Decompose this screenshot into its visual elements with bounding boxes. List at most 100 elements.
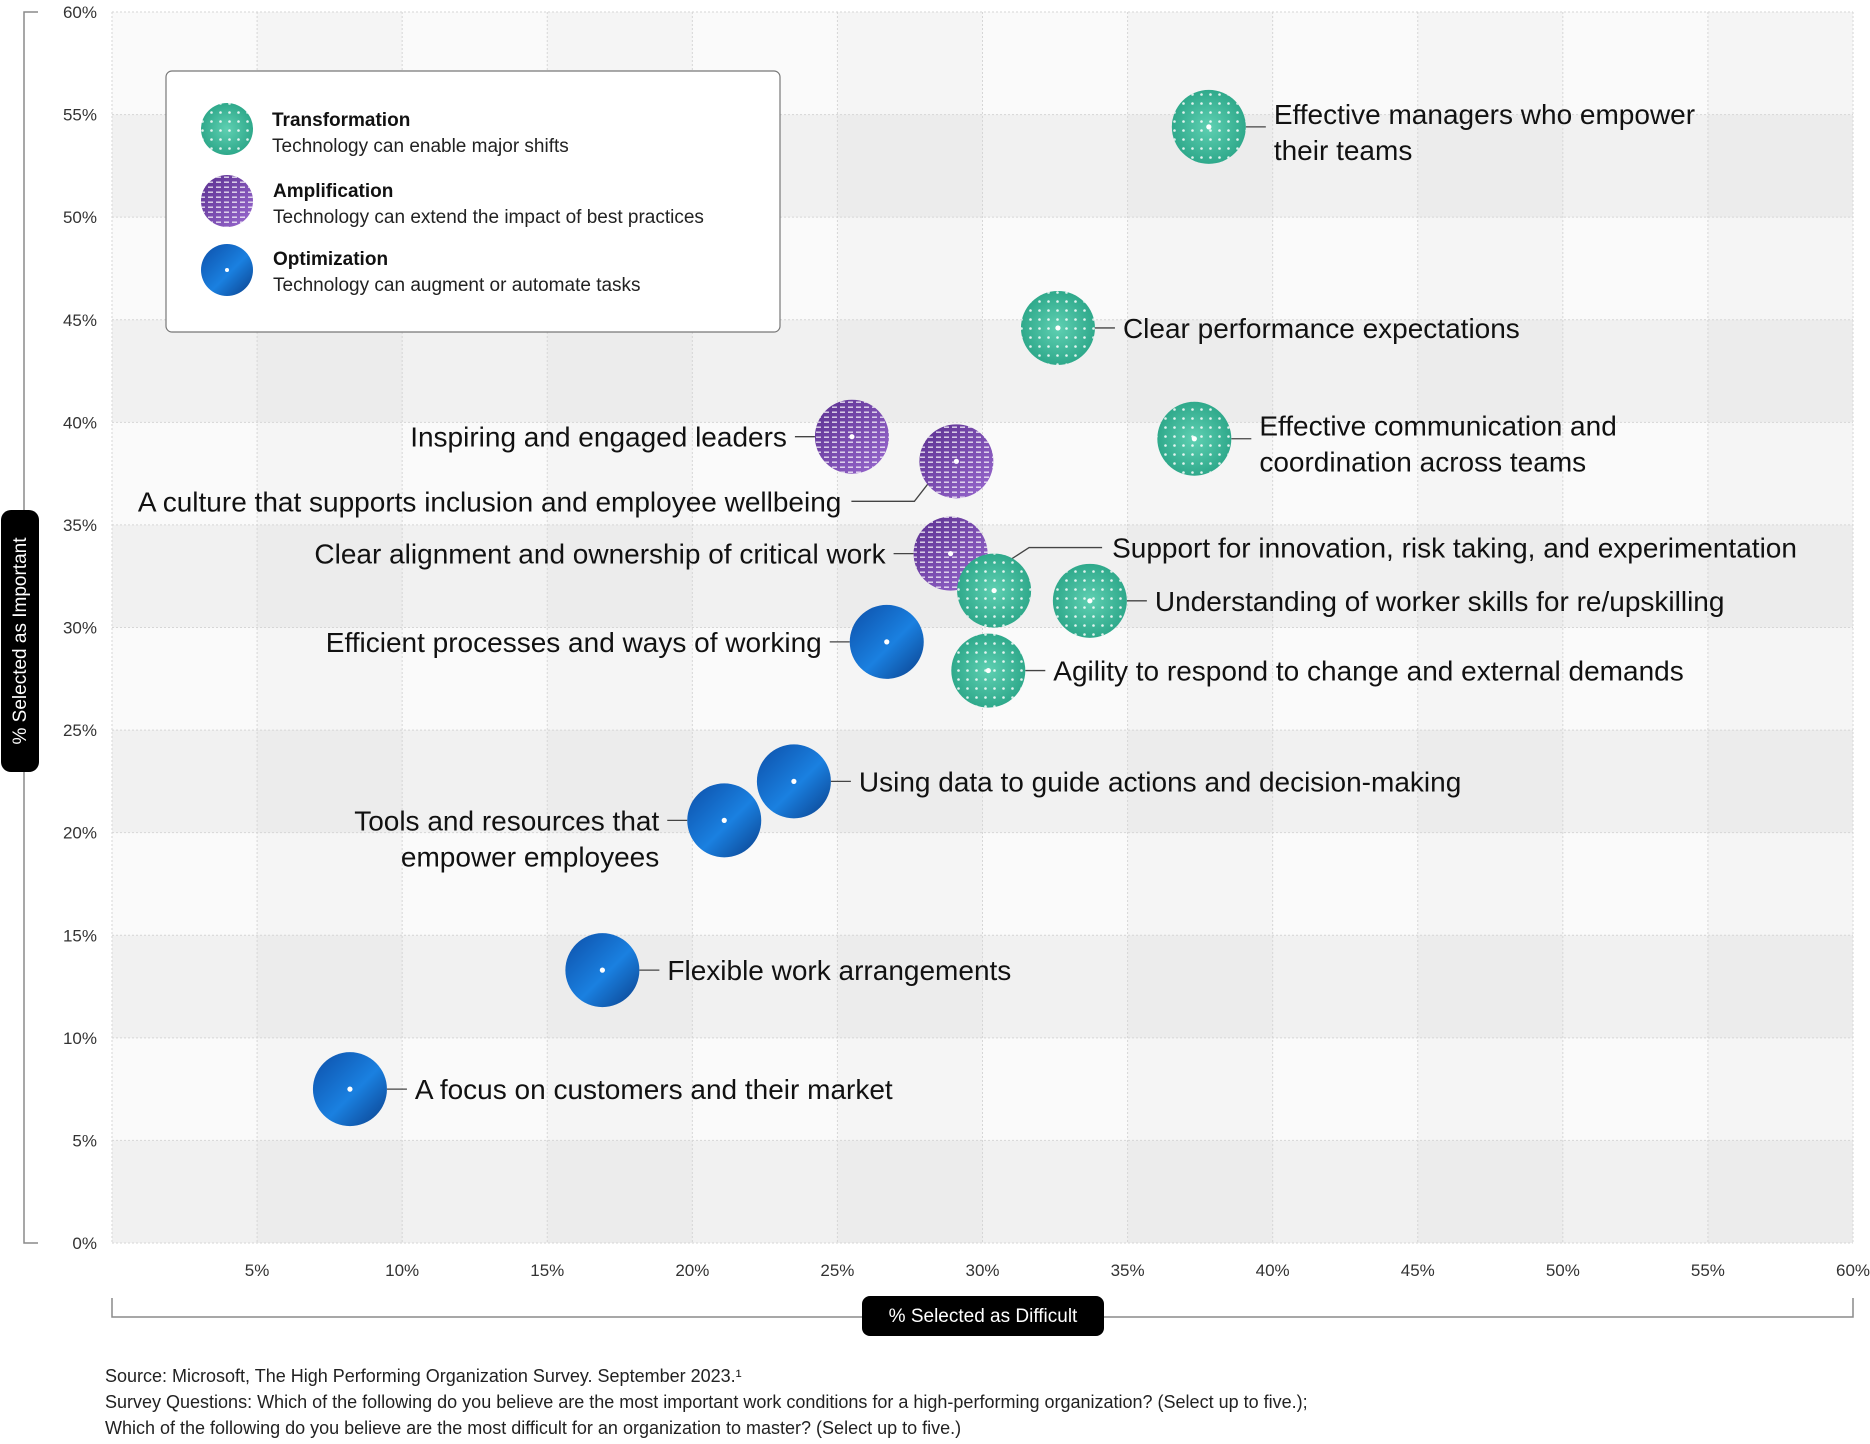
point-label-line: Tools and resources that	[354, 805, 659, 836]
data-point-transformation: Support for innovation, risk taking, and…	[957, 533, 1797, 628]
point-label: Agility to respond to change and externa…	[1053, 656, 1683, 687]
data-point-transformation: Understanding of worker skills for re/up…	[1052, 563, 1725, 638]
point-label-line: A focus on customers and their market	[415, 1074, 893, 1105]
data-point-optimization: Tools and resources that empower employee…	[354, 783, 762, 872]
bubble-center-dot	[791, 778, 797, 784]
footer-notes: Source: Microsoft, The High Performing O…	[105, 1363, 1308, 1441]
axis-ticks: 0% 5% 10% 15% 20% 25% 30% 35% 40% 45% 50% 55% 60% 5% 1…	[63, 3, 1870, 1280]
bubble-center-dot	[1087, 598, 1093, 604]
x-axis-label: % Selected as Difficult	[889, 1306, 1078, 1327]
y-tick-label: 20%	[63, 824, 97, 843]
y-tick-label: 15%	[63, 926, 97, 945]
legend: Transformation Technology can enable maj…	[165, 70, 781, 333]
legend-amplification-title: Amplification	[273, 181, 393, 202]
data-point-optimization: Using data to guide actions and decision…	[756, 744, 1461, 819]
bubble-center-dot	[985, 667, 991, 674]
point-label-line: Understanding of worker skills for re/up…	[1155, 586, 1725, 617]
x-tick-label: 60%	[1836, 1261, 1870, 1280]
survey-questions-line-2: Which of the following do you believe ar…	[105, 1418, 962, 1438]
bubble-center-dot	[849, 434, 855, 440]
legend-transformation-title: Transformation	[272, 110, 410, 131]
point-label: Effective communication and coordination …	[1259, 411, 1616, 478]
y-tick-label: 40%	[63, 413, 97, 432]
bubble-center-dot	[884, 639, 890, 645]
point-label: Clear alignment and ownership of critica…	[314, 539, 886, 570]
data-point-amplification: Inspiring and engaged leaders	[410, 399, 889, 474]
data-point-transformation: Clear performance expectations	[1020, 290, 1520, 365]
point-label-line: their teams	[1274, 135, 1413, 166]
y-tick-label: 0%	[72, 1234, 97, 1253]
data-point-optimization: A focus on customers and their market	[312, 1052, 893, 1127]
legend-amplification-desc: Technology can extend the impact of best…	[273, 207, 704, 228]
point-label-line: A culture that supports inclusion and em…	[138, 486, 842, 517]
y-tick-label: 10%	[63, 1029, 97, 1048]
x-tick-label: 20%	[675, 1261, 709, 1280]
bubble-center-dot	[953, 458, 959, 464]
point-label-line: Effective communication and	[1259, 411, 1616, 442]
y-tick-label: 45%	[63, 311, 97, 330]
legend-amplification-swatch-stripes	[201, 175, 253, 227]
point-label-line: Support for innovation, risk taking, and…	[1112, 533, 1797, 564]
point-label: Efficient processes and ways of working	[326, 627, 822, 658]
data-point-optimization: Efficient processes and ways of working	[326, 604, 924, 679]
x-tick-label: 50%	[1546, 1261, 1580, 1280]
legend-optimization-title: Optimization	[273, 249, 388, 270]
x-tick-label: 5%	[245, 1261, 270, 1280]
point-label: A focus on customers and their market	[415, 1074, 893, 1105]
data-point-transformation: Agility to respond to change and externa…	[951, 633, 1684, 708]
y-tick-label: 25%	[63, 721, 97, 740]
legend-transformation-desc: Technology can enable major shifts	[272, 136, 569, 157]
legend-transformation-swatch-dots	[201, 103, 253, 155]
y-tick-label: 5%	[72, 1131, 97, 1150]
point-label: Tools and resources that empower employee…	[354, 805, 659, 872]
point-label: Clear performance expectations	[1123, 313, 1520, 344]
bubble-center-dot	[1055, 325, 1061, 331]
point-label-line: Clear performance expectations	[1123, 313, 1520, 344]
point-label-line: empower employees	[401, 841, 659, 872]
leader-line	[1011, 546, 1103, 560]
y-tick-label: 60%	[63, 3, 97, 22]
y-axis-label-pill	[1, 510, 39, 772]
y-tick-label: 30%	[63, 619, 97, 638]
point-label-line: Flexible work arrangements	[667, 955, 1011, 986]
legend-box	[165, 70, 781, 333]
bubble-center-dot	[599, 967, 605, 973]
x-tick-label: 35%	[1111, 1261, 1145, 1280]
point-label: A culture that supports inclusion and em…	[138, 486, 842, 517]
legend-optimization-swatch-dot	[225, 268, 229, 272]
bubble-center-dot	[1191, 436, 1197, 442]
y-tick-label: 50%	[63, 208, 97, 227]
point-label: Using data to guide actions and decision…	[859, 766, 1461, 797]
x-tick-label: 40%	[1256, 1261, 1290, 1280]
point-label-line: Agility to respond to change and externa…	[1053, 656, 1683, 687]
data-point-amplification: Clear alignment and ownership of critica…	[314, 516, 988, 591]
point-label-line: coordination across teams	[1259, 447, 1586, 478]
bubble-center-dot	[1206, 124, 1212, 130]
x-tick-label: 15%	[530, 1261, 564, 1280]
data-point-amplification: A culture that supports inclusion and em…	[138, 424, 994, 517]
bubble-center-dot	[721, 817, 727, 823]
point-label: Understanding of worker skills for re/up…	[1155, 586, 1725, 617]
x-tick-label: 25%	[820, 1261, 854, 1280]
point-label: Flexible work arrangements	[667, 955, 1011, 986]
point-label-line: Using data to guide actions and decision…	[859, 766, 1461, 797]
y-axis-label: % Selected as Important	[10, 537, 31, 745]
bubble-center-dot	[991, 587, 997, 594]
x-tick-label: 55%	[1691, 1261, 1725, 1280]
bubble-center-dot	[347, 1086, 353, 1092]
bubble-center-dot	[947, 551, 954, 557]
legend-optimization-desc: Technology can augment or automate tasks	[273, 275, 641, 296]
source-note: Source: Microsoft, The High Performing O…	[105, 1366, 742, 1386]
point-label-line: Inspiring and engaged leaders	[410, 422, 787, 453]
data-point-transformation: Effective communication and coordination …	[1157, 401, 1617, 478]
point-label-line: Clear alignment and ownership of critica…	[314, 539, 886, 570]
point-label: Support for innovation, risk taking, and…	[1112, 533, 1797, 564]
data-point-optimization: Flexible work arrangements	[565, 933, 1011, 1008]
y-tick-label: 55%	[63, 106, 97, 125]
survey-questions-line-1: Survey Questions: Which of the following…	[105, 1392, 1308, 1412]
x-tick-label: 30%	[965, 1261, 999, 1280]
